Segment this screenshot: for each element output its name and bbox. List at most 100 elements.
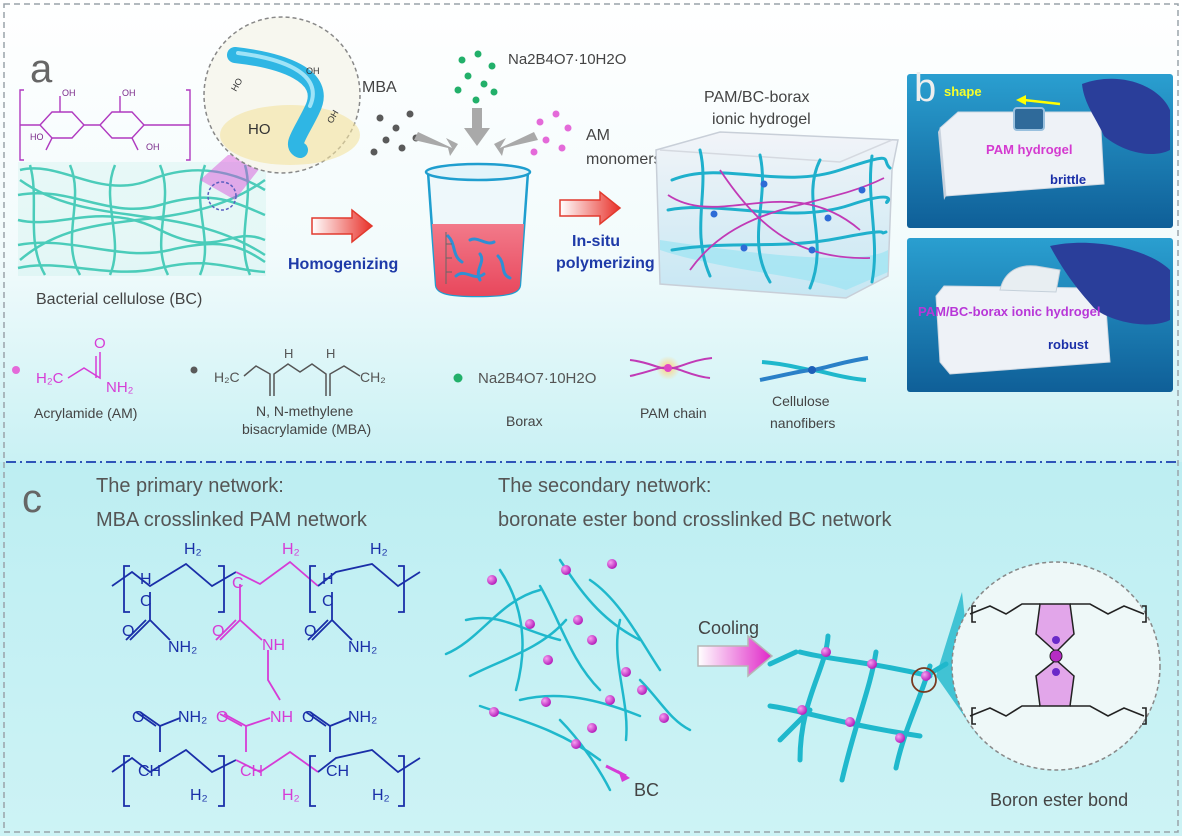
bc-pointer-label: BC bbox=[634, 780, 659, 800]
borax-formula-label: Na2B4O7·10H2O bbox=[508, 51, 626, 68]
boron-ester-zoom bbox=[951, 561, 1161, 771]
acrylamide-label: Acrylamide (AM) bbox=[34, 405, 137, 421]
panel-c-letter: c bbox=[22, 477, 42, 521]
legend-cellulose: Cellulose nanofibers bbox=[759, 356, 869, 431]
oh-label: OH bbox=[62, 88, 76, 98]
am-structure: H₂C bbox=[36, 370, 64, 387]
svg-text:C: C bbox=[140, 593, 152, 610]
cooling-arrow bbox=[697, 634, 774, 678]
legend-pam-chain: PAM chain bbox=[629, 356, 713, 421]
homogenizing-label: Homogenizing bbox=[288, 256, 398, 273]
shape-label: shape bbox=[944, 84, 982, 99]
svg-text:H₂: H₂ bbox=[282, 787, 300, 804]
cellulose-label-line1: Cellulose bbox=[772, 393, 830, 409]
mba-structure: H₂C bbox=[214, 369, 240, 385]
svg-text:O: O bbox=[304, 623, 316, 640]
panel-a-letter: a bbox=[30, 47, 53, 91]
am-label-line1: AM bbox=[586, 127, 610, 144]
svg-text:H₂: H₂ bbox=[372, 787, 390, 804]
mba-structure: CH₂ bbox=[360, 369, 386, 385]
homogenizing-arrow bbox=[311, 208, 374, 244]
am-structure: O bbox=[94, 335, 106, 352]
bc-label: Bacterial cellulose (BC) bbox=[36, 291, 202, 308]
svg-text:NH: NH bbox=[270, 709, 293, 726]
hydrogel-block bbox=[655, 131, 899, 299]
cooling-label: Cooling bbox=[698, 618, 759, 638]
zoom-marker bbox=[207, 181, 237, 211]
oh-label: OH bbox=[306, 66, 320, 76]
photo-robust bbox=[907, 238, 1173, 392]
mba-structure: H bbox=[284, 346, 293, 361]
pam-network-structure bbox=[111, 560, 421, 807]
beaker bbox=[424, 162, 532, 298]
mba-structure: H bbox=[326, 346, 335, 361]
mba-label: MBA bbox=[362, 79, 397, 96]
legend-borax-formula: Na2B4O7·10H2O bbox=[478, 370, 596, 387]
svg-text:H: H bbox=[322, 571, 334, 588]
svg-text:O: O bbox=[302, 709, 314, 726]
svg-text:O: O bbox=[212, 623, 224, 640]
svg-text:NH: NH bbox=[262, 637, 285, 654]
boron-ester-label: Boron ester bond bbox=[990, 790, 1128, 810]
svg-text:C: C bbox=[322, 593, 334, 610]
cellulose-structure bbox=[19, 89, 191, 161]
svg-text:CH: CH bbox=[138, 763, 161, 780]
ionic-hydrogel-label: PAM/BC-borax ionic hydrogel bbox=[918, 304, 1101, 319]
svg-text:NH₂: NH₂ bbox=[348, 639, 377, 656]
svg-text:O: O bbox=[216, 709, 228, 726]
bc-pointer-head bbox=[618, 770, 630, 782]
legend-borax: Na2B4O7·10H2O Borax bbox=[453, 370, 596, 429]
svg-text:NH₂: NH₂ bbox=[178, 709, 207, 726]
svg-text:NH₂: NH₂ bbox=[168, 639, 197, 656]
svg-text:O: O bbox=[132, 709, 144, 726]
svg-text:C: C bbox=[232, 575, 244, 592]
bc-fiber-mesh bbox=[17, 164, 266, 276]
crosslink-nodes bbox=[797, 647, 931, 743]
bc-mat bbox=[18, 162, 266, 276]
cellulose-label-line2: nanofibers bbox=[770, 415, 835, 431]
am-particles bbox=[530, 110, 572, 156]
outer-border bbox=[3, 3, 1179, 833]
svg-text:H₂: H₂ bbox=[282, 541, 300, 558]
svg-text:O: O bbox=[122, 623, 134, 640]
am-label-line2: monomers bbox=[586, 151, 662, 168]
svg-text:CH: CH bbox=[240, 763, 263, 780]
am-structure: NH₂ bbox=[106, 379, 134, 396]
oh-label: OH bbox=[146, 142, 160, 152]
pam-chain-label: PAM chain bbox=[640, 405, 707, 421]
primary-title-line1: The primary network: bbox=[96, 475, 284, 497]
legend-mba: H₂C H H CH₂ N, N-methylene bisacrylamide… bbox=[190, 346, 386, 437]
svg-text:H₂: H₂ bbox=[184, 541, 202, 558]
ho-label: HO bbox=[30, 132, 44, 142]
svg-text:CH: CH bbox=[326, 763, 349, 780]
secondary-title-line2: boronate ester bond crosslinked BC netwo… bbox=[498, 509, 893, 531]
panel-b-letter: b bbox=[914, 66, 936, 110]
pam-hydrogel-label: PAM hydrogel bbox=[986, 142, 1072, 157]
mba-label-line1: N, N-methylene bbox=[256, 403, 353, 419]
polymerizing-arrow bbox=[559, 190, 622, 226]
brittle-label: brittle bbox=[1050, 172, 1086, 187]
hydrogel-label-line1: PAM/BC-borax bbox=[704, 89, 810, 106]
borax-particles bbox=[454, 50, 498, 104]
photo-brittle bbox=[907, 74, 1173, 228]
borax-dots bbox=[487, 559, 669, 749]
fiber-zoom-circle: HO HO OH OH bbox=[203, 16, 361, 174]
hydrogel-label-line2: ionic hydrogel bbox=[712, 111, 811, 128]
pam-structure-labels: H₂ H₂ H₂ H C H C C O NH₂ O NH O NH₂ NH O… bbox=[122, 541, 390, 804]
oh-label: OH bbox=[122, 88, 136, 98]
svg-text:H: H bbox=[140, 571, 152, 588]
insitu-label-line2: polymerizing bbox=[556, 255, 655, 272]
svg-text:NH₂: NH₂ bbox=[348, 709, 377, 726]
mba-label-line2: bisacrylamide (MBA) bbox=[242, 421, 371, 437]
ho-label: HO bbox=[248, 121, 271, 138]
secondary-title-line1: The secondary network: bbox=[498, 475, 711, 497]
robust-label: robust bbox=[1048, 337, 1089, 352]
primary-title-line2: MBA crosslinked PAM network bbox=[96, 509, 368, 531]
legend-acrylamide: H₂C O NH₂ Acrylamide (AM) bbox=[12, 335, 137, 421]
svg-text:H₂: H₂ bbox=[190, 787, 208, 804]
boron-zoom-marker bbox=[911, 667, 937, 693]
insitu-label-line1: In-situ bbox=[572, 233, 620, 250]
svg-text:H₂: H₂ bbox=[370, 541, 388, 558]
